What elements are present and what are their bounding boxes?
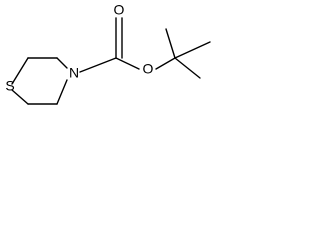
bond-c2-s bbox=[11, 89, 29, 105]
ester-oxygen-label: O bbox=[143, 61, 154, 77]
bond-c8-me2 bbox=[174, 41, 211, 59]
molecule-canvas: S N O O bbox=[0, 0, 220, 134]
bond-o2-c8 bbox=[155, 57, 176, 70]
bond-c8-me1 bbox=[165, 28, 176, 59]
bond-c8-me3 bbox=[174, 57, 201, 79]
bond-n-c3 bbox=[56, 79, 68, 105]
carbonyl-oxygen-label: O bbox=[114, 2, 125, 18]
structure-diagram: S N O O bbox=[5, 2, 211, 105]
bond-n-c7 bbox=[79, 57, 117, 73]
atom-sulfur: S bbox=[5, 78, 14, 94]
sulfur-label: S bbox=[5, 78, 14, 94]
atom-ester-oxygen: O bbox=[143, 61, 154, 77]
atom-nitrogen: N bbox=[69, 65, 79, 81]
nitrogen-label: N bbox=[69, 65, 79, 81]
bond-s-c6 bbox=[11, 57, 29, 85]
atom-carbonyl-oxygen: O bbox=[114, 2, 125, 18]
bond-c7-o2 bbox=[115, 57, 140, 70]
bond-c5-n bbox=[56, 57, 68, 69]
